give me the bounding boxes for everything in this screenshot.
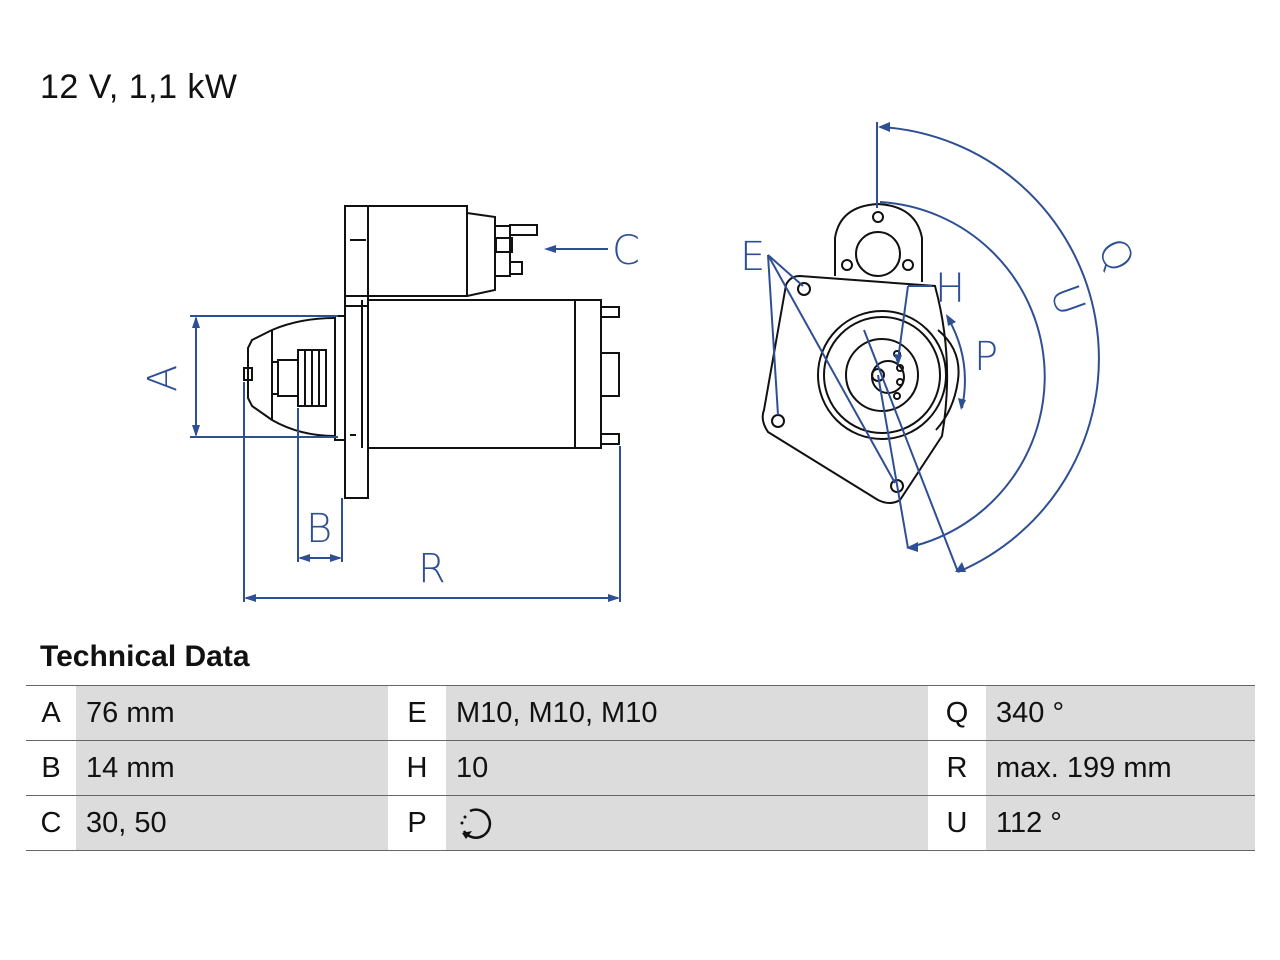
side-dimensions xyxy=(190,245,621,602)
spec-value: 340 ° xyxy=(986,685,1255,741)
spec-value: 76 mm xyxy=(76,685,388,741)
spec-key: R xyxy=(928,740,986,796)
spec-key: B xyxy=(26,740,76,796)
label-U: U xyxy=(1041,279,1094,322)
front-dimensions xyxy=(767,122,1100,573)
label-P: P xyxy=(974,334,998,380)
spec-value: max. 199 mm xyxy=(986,740,1255,796)
spec-key: Q xyxy=(928,685,986,741)
spec-value: 10 xyxy=(446,740,928,796)
rotation-clockwise-icon xyxy=(460,808,492,839)
front-view xyxy=(761,202,960,504)
spec-key: H xyxy=(388,740,446,796)
spec-key: E xyxy=(388,685,446,741)
side-view xyxy=(243,205,620,499)
label-E: E xyxy=(740,234,765,280)
spec-value: 14 mm xyxy=(76,740,388,796)
label-C: C xyxy=(612,228,640,274)
table-row: A 76 mm E M10, M10, M10 Q 340 ° xyxy=(26,685,1255,741)
table-row: B 14 mm H 10 R max. 199 mm xyxy=(26,740,1255,796)
spec-key: U xyxy=(928,795,986,851)
spec-value: 30, 50 xyxy=(76,795,388,851)
label-R: R xyxy=(418,546,446,592)
starter-motor-drawing: A B R C xyxy=(140,122,1144,602)
spec-key: P xyxy=(388,795,446,851)
spec-value: M10, M10, M10 xyxy=(446,685,928,741)
spec-value: 112 ° xyxy=(986,795,1255,851)
rotation-direction-value xyxy=(446,795,928,851)
label-Q: Q xyxy=(1088,231,1144,281)
technical-data-table: A 76 mm E M10, M10, M10 Q 340 ° B 14 mm … xyxy=(26,685,1255,851)
spec-key: A xyxy=(26,685,76,741)
label-A: A xyxy=(140,365,186,392)
table-row: C 30, 50 P U 112 ° xyxy=(26,795,1255,851)
section-title: Technical Data xyxy=(40,640,250,673)
label-B: B xyxy=(306,506,332,552)
product-title: 12 V, 1,1 kW xyxy=(40,68,238,106)
label-H: H xyxy=(935,266,965,312)
spec-key: C xyxy=(26,795,76,851)
